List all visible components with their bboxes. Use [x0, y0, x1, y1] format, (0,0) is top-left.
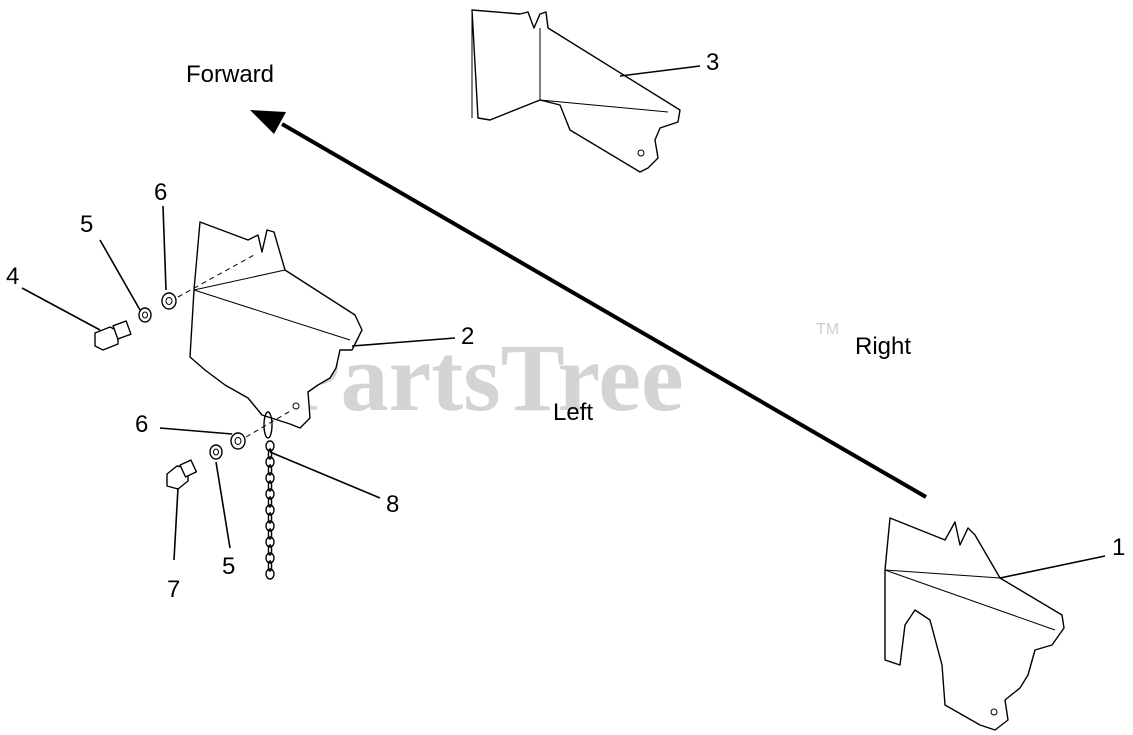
- chain-link: [267, 544, 273, 556]
- lock-washer-bottom: [209, 444, 223, 460]
- chain-link: [265, 552, 275, 564]
- chain: [263, 411, 275, 580]
- assembly-axis-top: [177, 254, 255, 298]
- part-1-deflector: [884, 517, 1065, 731]
- watermark-trademark: TM: [816, 321, 839, 338]
- chain-link: [265, 472, 275, 484]
- forward-label: Forward: [186, 61, 274, 88]
- callout-3: 3: [706, 49, 719, 76]
- chain-link: [267, 560, 273, 572]
- forward-direction-arrow: [250, 110, 928, 499]
- callout-8: 8: [386, 491, 399, 518]
- chain-link: [267, 464, 273, 476]
- callout-5-bottom: 5: [222, 553, 235, 580]
- chain-link: [267, 512, 273, 524]
- callout-6-bottom: 6: [135, 411, 148, 438]
- chain-link: [267, 480, 273, 492]
- chain-link: [265, 440, 275, 452]
- chain-link: [265, 568, 275, 580]
- bolt-top: [94, 320, 132, 351]
- callout-2: 2: [461, 323, 474, 350]
- chain-link: [265, 488, 275, 500]
- chain-link: [267, 496, 273, 508]
- callout-5-top: 5: [80, 211, 93, 238]
- callout-7: 7: [167, 576, 180, 603]
- chain-link: [265, 456, 275, 468]
- flat-washer-bottom: [230, 432, 246, 450]
- bolt-bottom: [166, 459, 198, 490]
- left-label: Left: [553, 399, 593, 426]
- chain-link: [265, 504, 275, 516]
- chain-link: [267, 528, 273, 540]
- flat-washer-top: [161, 292, 177, 310]
- callout-6-top: 6: [154, 179, 167, 206]
- lock-washer-top: [138, 307, 152, 323]
- chain-link: [265, 536, 275, 548]
- part-2-deflector: [189, 221, 363, 429]
- part-3-deflector: [471, 9, 681, 173]
- callout-1: 1: [1112, 534, 1125, 561]
- chain-link: [265, 520, 275, 532]
- right-label: Right: [855, 333, 911, 360]
- chain-link: [267, 448, 273, 460]
- callout-leaders: [21, 65, 1106, 579]
- callout-4: 4: [6, 263, 19, 290]
- chain-attach-link: [263, 411, 273, 439]
